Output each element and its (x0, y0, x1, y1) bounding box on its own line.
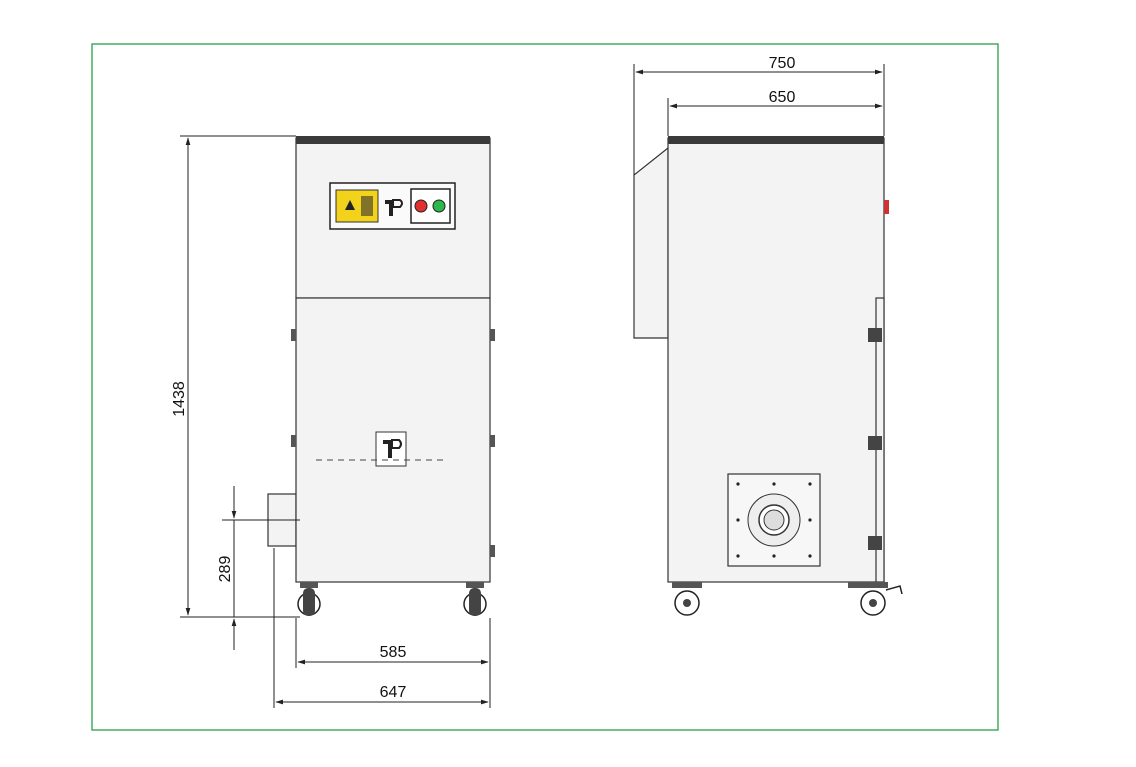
start-button-icon (432, 199, 446, 213)
dim-height-label: 1438 (171, 381, 188, 417)
door-logo-icon (375, 431, 407, 467)
dim-depth-body: 650 (667, 89, 883, 136)
front-latch (490, 329, 495, 341)
side-top-cap (668, 136, 884, 144)
side-caster-right (848, 582, 903, 616)
brand-logo-icon (385, 199, 403, 216)
dim-depth-overall-label: 750 (769, 55, 796, 72)
side-inlet-flange (727, 473, 821, 567)
front-caster-right (463, 582, 487, 616)
side-hinge (868, 328, 882, 342)
front-latch (490, 435, 495, 447)
front-view (267, 136, 495, 616)
dim-inlet-height: 289 (217, 486, 300, 650)
drawing-frame (91, 43, 999, 731)
stop-button-icon (414, 199, 428, 213)
control-panel (329, 182, 456, 230)
front-top-cap (296, 136, 490, 144)
dim-width-outer-label: 647 (380, 684, 407, 701)
side-hinge (868, 436, 882, 450)
front-latch (490, 545, 495, 557)
side-caster-left (672, 582, 702, 616)
front-latch (291, 329, 296, 341)
dim-width-outer: 647 (273, 548, 491, 708)
warning-triangle-icon (345, 200, 355, 210)
side-hinge (868, 536, 882, 550)
front-latch (291, 435, 296, 447)
dim-depth-overall: 750 (633, 55, 885, 175)
dim-width-inner: 585 (295, 618, 491, 668)
dim-depth-body-label: 650 (769, 89, 796, 106)
warning-text-block (361, 196, 373, 216)
dim-inlet-height-label: 289 (217, 556, 234, 583)
side-rear-duct (633, 146, 669, 339)
side-indicator-icon (884, 200, 889, 214)
side-view (633, 136, 903, 616)
front-caster-left (297, 582, 321, 616)
dim-width-inner-label: 585 (380, 644, 407, 661)
